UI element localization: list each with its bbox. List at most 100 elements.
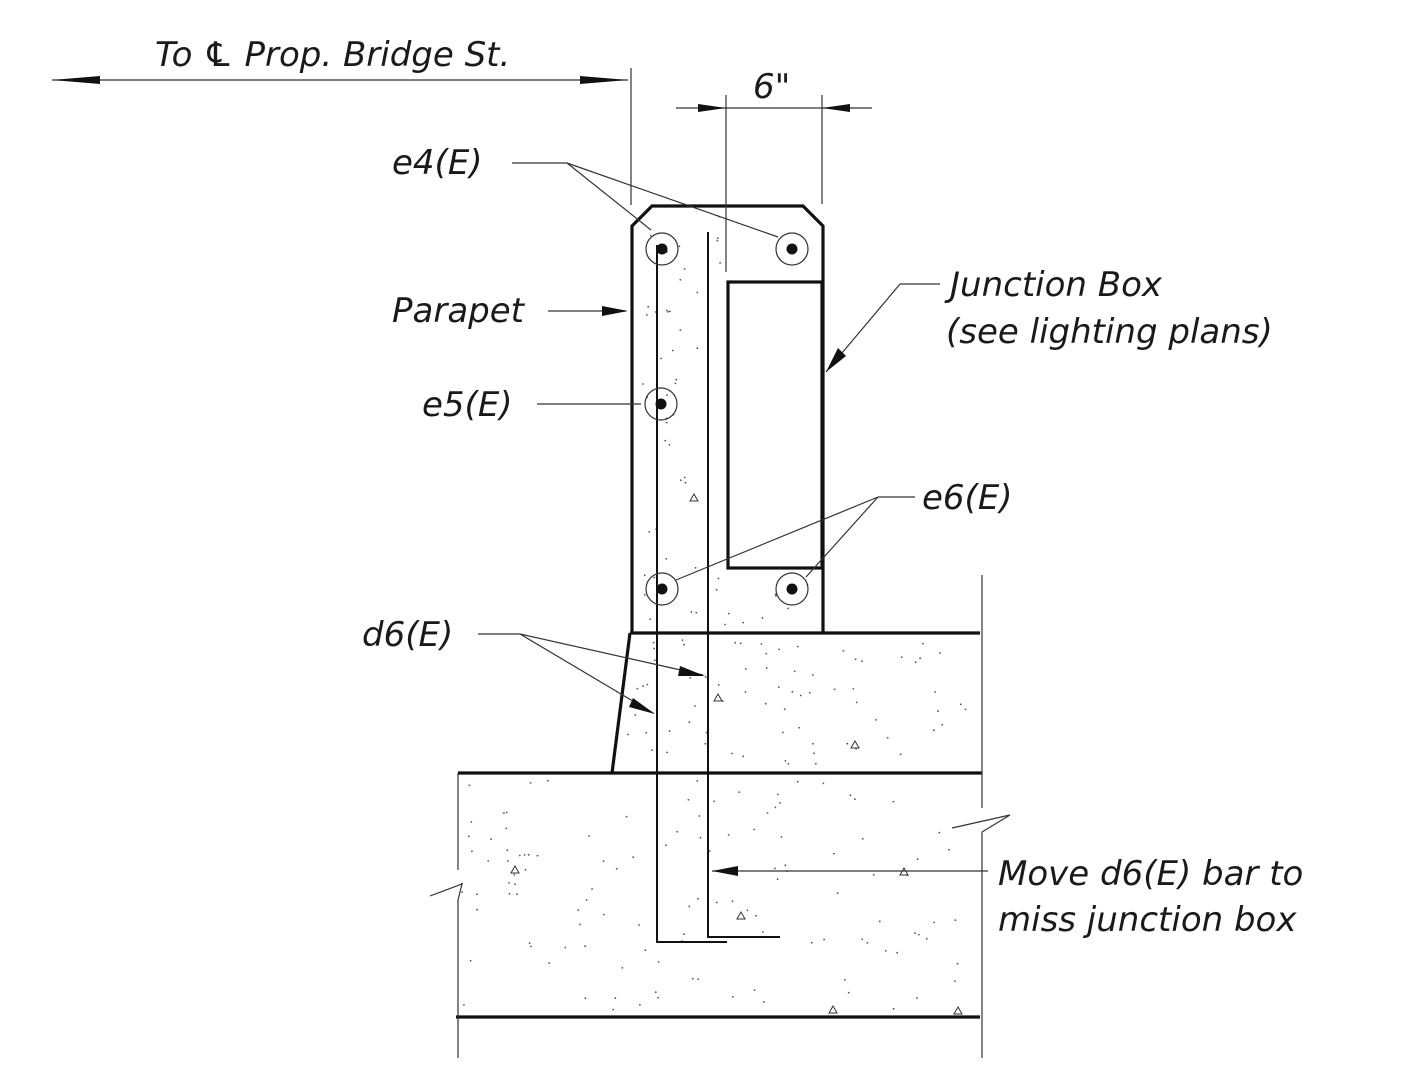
- stipple-dot: [844, 978, 846, 981]
- stipple-dot: [938, 831, 941, 834]
- stipple-dot: [468, 835, 470, 838]
- stipple-dot: [744, 668, 747, 670]
- stipple-dot: [643, 574, 646, 577]
- stipple-dot: [506, 860, 509, 862]
- stipple-dot: [732, 996, 734, 998]
- stipple-dot: [941, 723, 944, 726]
- stipple-dot: [919, 657, 921, 660]
- leader-junction-box: [825, 283, 940, 373]
- aggregate-mark: [510, 864, 520, 874]
- stipple-dot: [899, 753, 902, 756]
- aggregate-mark: [689, 492, 699, 502]
- stipple-dot: [765, 667, 768, 669]
- stipple-dot: [469, 959, 472, 962]
- stipple-dot: [591, 888, 593, 890]
- stipple-dot: [854, 798, 856, 801]
- stipple-dot: [621, 967, 624, 969]
- concrete-stipple: [461, 215, 967, 1015]
- stipple-dot: [914, 661, 917, 664]
- stipple-dot: [791, 690, 794, 693]
- stipple-dot: [849, 794, 852, 797]
- stipple-dot: [643, 593, 646, 596]
- leader-e4: [512, 162, 779, 238]
- stipple-dot: [508, 882, 510, 884]
- stipple-dot: [490, 838, 492, 840]
- stipple-dot: [744, 691, 747, 693]
- stipple-dot: [679, 329, 682, 331]
- stipple-dot: [948, 848, 950, 851]
- stipple-dot: [665, 309, 668, 312]
- stipple-dot: [954, 980, 956, 982]
- stipple-dot: [783, 708, 786, 711]
- stipple-dot: [691, 977, 694, 980]
- stipple-dot: [666, 751, 668, 754]
- stipple-dot: [715, 901, 718, 904]
- stipple-dot: [653, 647, 655, 650]
- stipple-dot: [584, 945, 586, 948]
- stipple-dot: [527, 853, 530, 856]
- stipple-dot: [638, 924, 640, 926]
- stipple-dot: [675, 378, 678, 381]
- stipple-dot: [506, 849, 509, 852]
- stipple-dot: [933, 921, 935, 924]
- leader-parapet: [548, 306, 628, 316]
- stipple-dot: [694, 705, 696, 707]
- stipple-dot: [632, 856, 635, 859]
- stipple-dot: [524, 868, 527, 871]
- stipple-dot: [892, 800, 895, 803]
- stipple-dot: [585, 899, 588, 901]
- stipple-dot: [683, 476, 686, 479]
- stipple-dot: [760, 643, 763, 645]
- stipple-dot: [645, 731, 648, 734]
- aggregate-mark: [713, 692, 723, 702]
- dimension-to-cl: [52, 68, 632, 205]
- stipple-dot: [548, 962, 551, 964]
- stipple-dot: [508, 892, 511, 895]
- stipple-dot: [954, 919, 957, 921]
- stipple-dot: [959, 703, 962, 706]
- aggregate-mark: [850, 739, 860, 749]
- stipple-dot: [833, 852, 835, 855]
- rebar: [656, 232, 780, 943]
- stipple-dot: [822, 782, 825, 785]
- stipple-dot: [649, 618, 652, 620]
- stipple-dot: [665, 421, 668, 424]
- stipple-dot: [933, 729, 935, 732]
- stipple-dot: [678, 245, 681, 248]
- stipple-dot: [579, 923, 581, 926]
- stipple-dot: [704, 742, 707, 745]
- stipple-dot: [900, 656, 903, 658]
- stipple-dot: [505, 827, 508, 830]
- stipple-dot: [934, 691, 936, 693]
- stipple-dot: [717, 684, 720, 686]
- stipple-dot: [778, 648, 780, 651]
- stipple-dot: [653, 659, 656, 662]
- stipple-dot: [528, 942, 531, 944]
- stipple-dot: [695, 611, 698, 614]
- stipple-dot: [665, 844, 667, 847]
- stipple-dot: [642, 383, 644, 385]
- stipple-dot: [681, 639, 684, 641]
- stipple-dot: [861, 938, 864, 941]
- stipple-dot: [852, 688, 855, 690]
- stipple-dot: [584, 997, 587, 1000]
- stipple-dot: [696, 780, 699, 782]
- dimension-6in: [676, 95, 872, 272]
- stipple-dot: [679, 278, 682, 281]
- stipple-dot: [625, 815, 628, 818]
- stipple-dot: [855, 701, 858, 704]
- stipple-dot: [797, 645, 799, 648]
- stipple-dot: [602, 913, 605, 916]
- stipple-dot: [861, 837, 864, 840]
- stipple-dot: [761, 931, 764, 933]
- bar-e5: [644, 387, 678, 421]
- stipple-dot: [810, 941, 813, 944]
- stipple-dot: [627, 733, 629, 736]
- stipple-dot: [649, 234, 652, 237]
- stipple-dot: [742, 621, 745, 624]
- stipple-dot: [713, 800, 715, 803]
- stipple-dot: [687, 798, 690, 801]
- stipple-dot: [699, 836, 702, 839]
- stipple-dot: [696, 291, 699, 294]
